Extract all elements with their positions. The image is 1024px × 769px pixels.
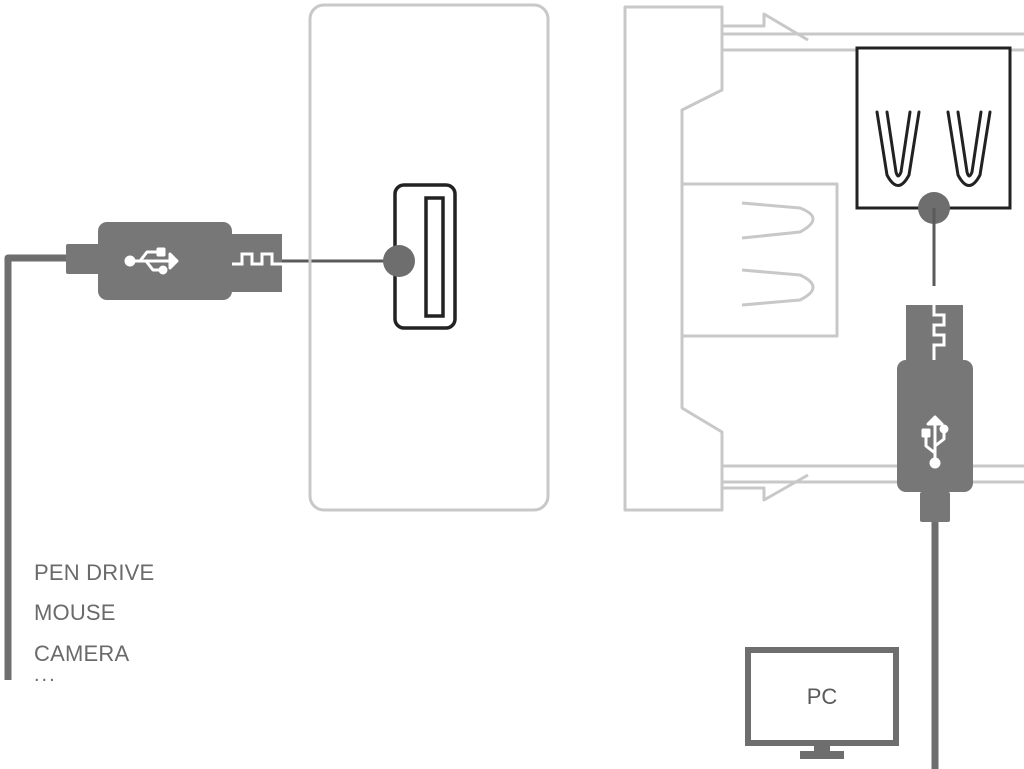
device-label-camera: CAMERA: [34, 641, 130, 666]
pc-label: PC: [806, 684, 838, 709]
monitor-icon: [745, 647, 899, 759]
usb-port-side: [855, 46, 1012, 210]
left-plug-connector: [232, 234, 282, 292]
usb-symbol-icon: [921, 415, 949, 469]
device-label-mouse: MOUSE: [34, 600, 116, 625]
device-label-more: ...: [34, 664, 57, 686]
right-plug-connector: [906, 305, 963, 360]
right-plug-strain-relief: [920, 492, 950, 522]
port-callout-dot: [383, 245, 415, 277]
usb-port-tongue: [424, 196, 445, 318]
left-plug-strain-relief: [66, 244, 100, 274]
usb-symbol-icon: [124, 247, 179, 275]
wall-plate-front: [308, 3, 550, 512]
left-cable: [4, 254, 66, 680]
device-label-pen-drive: PEN DRIVE: [34, 560, 155, 585]
usb-port-side-contacts: [875, 110, 992, 187]
